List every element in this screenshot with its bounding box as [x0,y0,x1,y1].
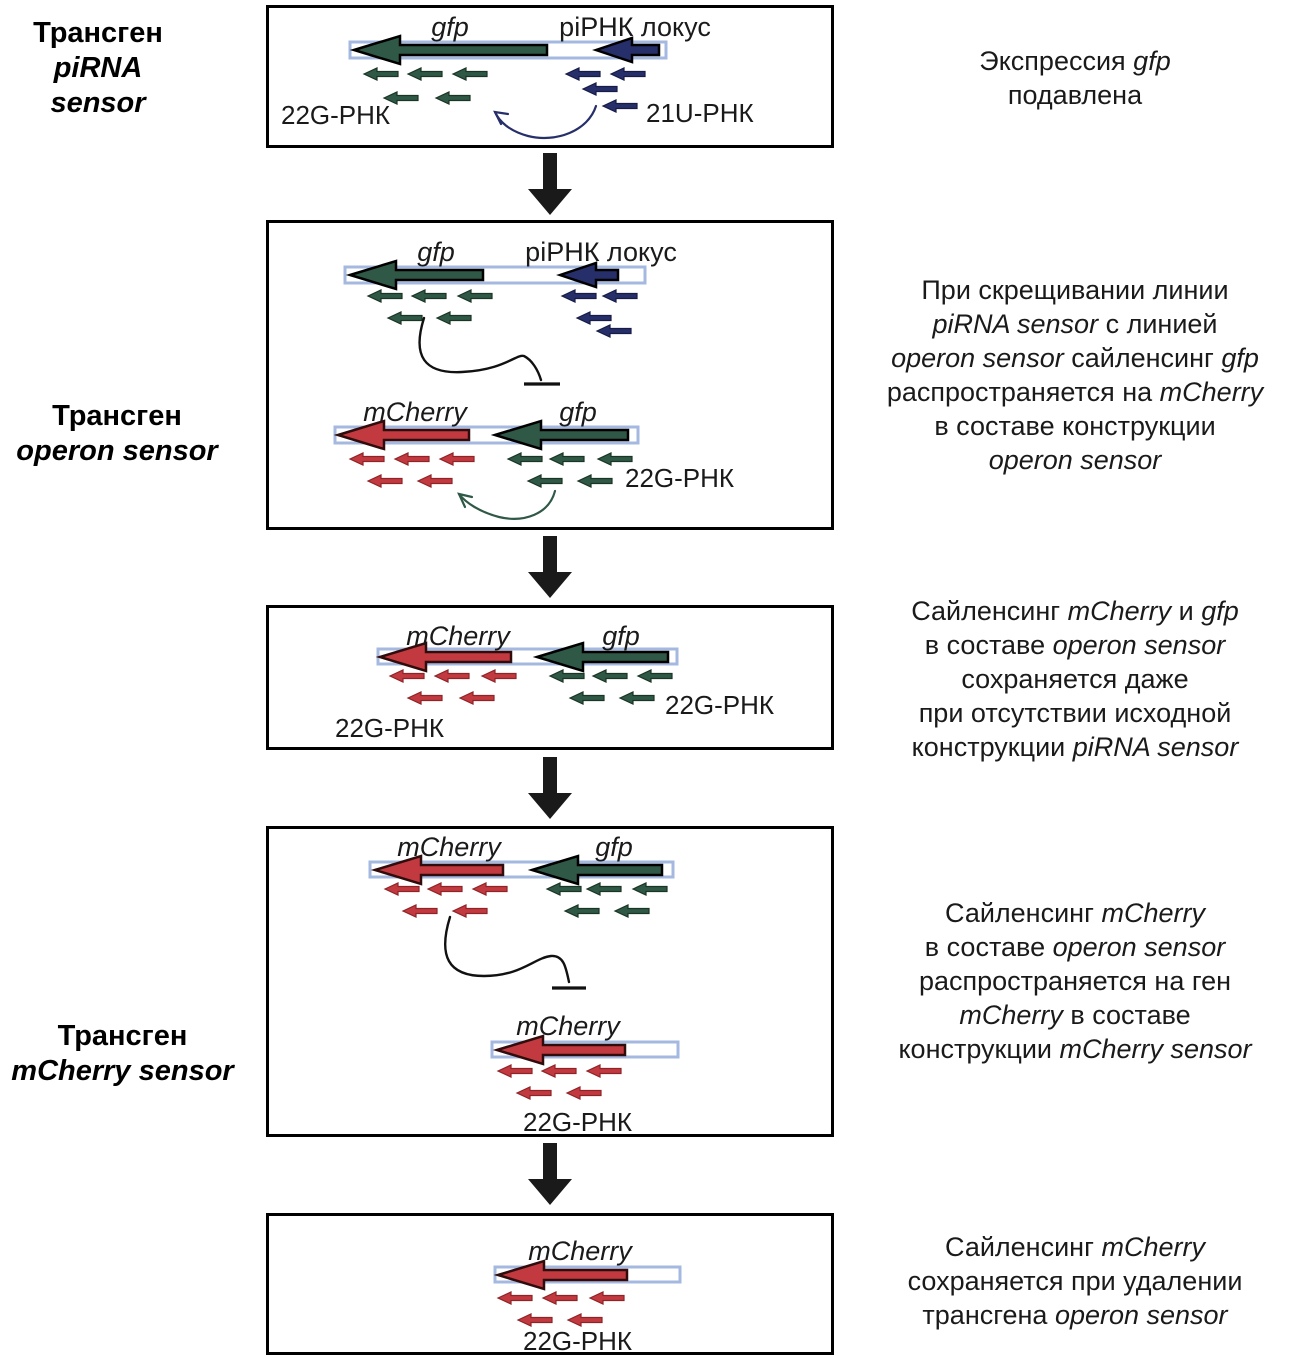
22g-rna-label: 22G-РНК [523,1107,633,1137]
sirna-cluster-green [367,289,493,325]
targeting-curve-icon [493,104,598,140]
mcherry-label: mCherry [363,397,467,427]
pirna-locus-gene-arrow [556,261,620,289]
mcherry-label: mCherry [406,621,510,651]
mcherry-gene-arrow [493,1259,629,1291]
mcherry-gene-arrow [370,854,505,886]
22g-rna-label: 22G-РНК [625,463,735,493]
gfp-label: gfp [431,12,469,42]
inhibition-tbar-icon [418,316,560,386]
gfp-label: gfp [559,397,597,427]
sirna-cluster-navy [565,67,646,113]
pirna-locus-label: piРНК локус [559,12,711,42]
gfp-label: gfp [602,621,640,651]
mcherry-label: mCherry [397,832,501,862]
gfp-gene-arrow [532,641,670,673]
targeting-curve-icon [457,489,557,520]
22g-rna-label: 22G-РНК [281,100,391,130]
sirna-cluster-green [546,882,668,918]
panel-4-mcherry-sensor-box: mCherry gfp mCherry 22G-РНК [266,826,834,1137]
panel-3-operon-sensor-alone-box: mCherry gfp 22G-РНК 22G-РНК [266,605,834,750]
22g-rna-label: 22G-РНК [665,690,775,720]
sirna-cluster-red [497,1064,622,1100]
22g-rna-label: 22G-РНК [523,1326,633,1356]
panel-5-mcherry-sensor-alone-box: mCherry 22G-РНК [266,1213,834,1356]
mcherry-gene-arrow [333,419,471,451]
left-label-line1: Трансген [57,1020,188,1052]
sirna-cluster-red [384,882,508,918]
gfp-gene-arrow [349,34,549,66]
sirna-cluster-navy [561,289,638,338]
mcherry-gene-arrow [492,1034,627,1066]
left-label-line1: Трансген [52,400,182,432]
pirna-locus-label: piРНК локус [525,237,677,267]
flow-arrow-down-icon [528,153,572,215]
mcherry-label: mCherry [528,1236,632,1266]
pirna-locus-gene-arrow [592,36,661,64]
left-label-line1: Трансген [33,17,163,49]
gfp-gene-arrow [490,419,630,451]
22g-rna-label: 22G-РНК [335,713,445,743]
gfp-label: gfp [417,237,455,267]
flow-arrow-down-icon [528,757,572,819]
panel2-diagram [333,259,647,520]
panel1-diagram [348,34,668,140]
sirna-cluster-red [349,452,475,488]
panel3-diagram [375,641,679,705]
flow-arrow-down-icon [528,536,572,598]
left-label-line2: mCherry sensor [11,1055,234,1087]
gfp-gene-arrow [527,854,664,886]
panel-2-operon-sensor-box: gfp piРНК локус mCherry gfp 22G-РНК [266,220,834,530]
flow-arrow-down-icon [528,1143,572,1205]
mcherry-label: mCherry [516,1011,620,1041]
sirna-cluster-red [497,1291,625,1327]
panel4-diagram [368,854,680,1100]
left-label-line2: operon sensor [16,435,218,467]
sirna-cluster-green [507,452,633,488]
inhibition-tbar-icon [444,915,586,990]
sirna-cluster-green [549,669,673,705]
left-label-mcherry-sensor: Трансген mCherry sensor [10,1019,235,1089]
panel5-diagram [493,1259,682,1327]
panel-1-pirna-sensor-box: gfp piРНК локус 22G-РНК 21U-РНК [266,5,834,148]
mcherry-gene-arrow [375,641,513,673]
left-label-line2: piRNA sensor [50,52,146,119]
gfp-gene-arrow [345,259,485,291]
21u-rna-label: 21U-РНК [646,98,754,128]
sirna-cluster-green [363,67,488,105]
sirna-cluster-red [389,669,517,705]
gfp-label: gfp [595,832,633,862]
left-label-pirna-sensor: Трансген piRNA sensor [8,16,188,121]
left-label-operon-sensor: Трансген operon sensor [7,399,227,469]
